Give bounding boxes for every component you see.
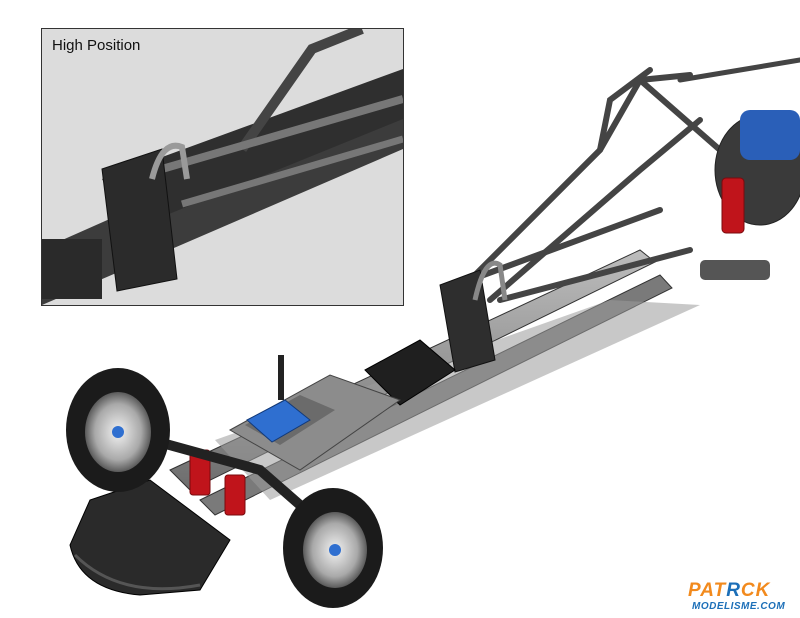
front-left-wheel — [66, 368, 170, 492]
inset-label: High Position — [52, 37, 141, 54]
driver-seat — [439, 260, 508, 373]
front-right-wheel — [283, 488, 383, 608]
logo-wordmark: PATRCK — [688, 580, 771, 601]
front-bumper — [69, 479, 231, 596]
speed-controller — [364, 339, 456, 406]
inset-detail-illustration — [42, 29, 403, 305]
high-position-inset: High Position — [41, 28, 404, 306]
receiver-box — [246, 355, 311, 443]
patrick-modelisme-logo: PATRCK MODELISME.COM — [688, 580, 798, 616]
roll-cage — [457, 57, 800, 303]
logo-site: MODELISME.COM — [692, 601, 786, 612]
rear-shock — [721, 177, 745, 234]
rear-gearbox — [700, 110, 800, 280]
